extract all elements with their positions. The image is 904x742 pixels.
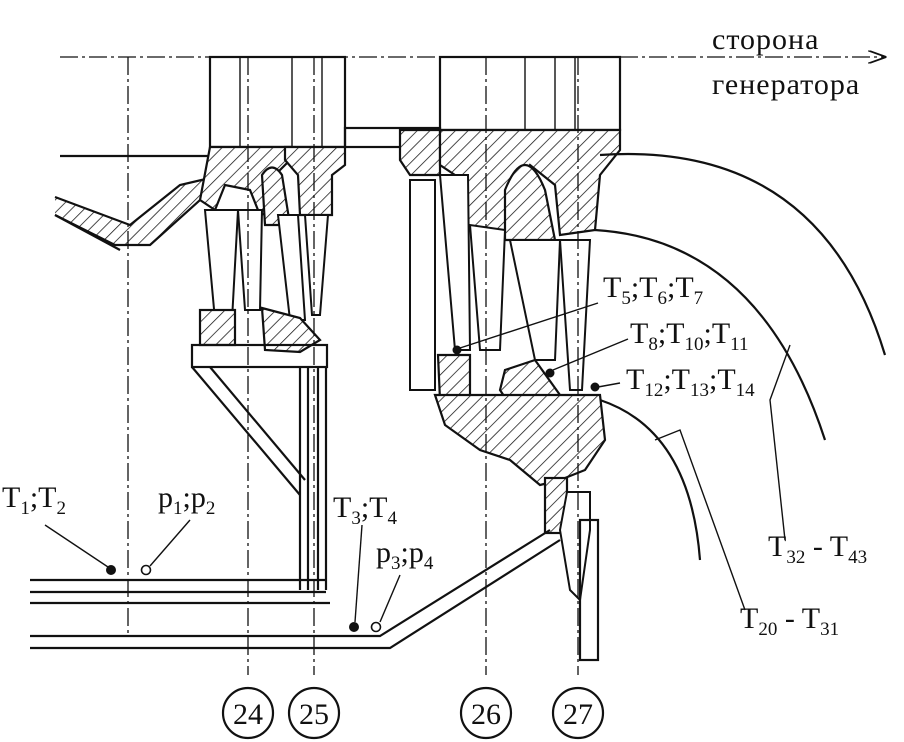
label-t5-t7: T5;T6;T7 — [603, 271, 703, 309]
station-label-25: 25 — [299, 698, 329, 731]
label-t1-t2: T1;T2 — [2, 481, 66, 519]
station-circle-26 — [459, 686, 513, 740]
label-t20-t31: T20 - T31 — [740, 602, 839, 640]
label-t32-t43: T32 - T43 — [768, 530, 867, 568]
station-label-24: 24 — [233, 698, 263, 731]
sensor-p3-p4-point — [370, 621, 382, 633]
stage-24-25 — [190, 145, 347, 590]
station-label-26: 26 — [471, 698, 501, 731]
sensor-t5-t7-point — [452, 345, 462, 355]
sensor-t8-t11-point — [545, 368, 555, 378]
station-markers: 24 25 26 27 — [221, 686, 605, 740]
station-label-27: 27 — [563, 698, 593, 731]
stage-26-27 — [398, 128, 622, 662]
label-t3-t4: T3;T4 — [333, 491, 398, 529]
label-t12-t14: T12;T13;T14 — [626, 363, 755, 401]
caption-line2: генератора — [712, 68, 860, 101]
leader-lines — [44, 302, 791, 623]
sensor-t3-t4-point — [349, 622, 359, 632]
caption-line1: сторона — [712, 23, 819, 56]
label-t8-t11: T8;T10;T11 — [630, 317, 748, 355]
sensor-p1-p2-point — [140, 564, 152, 576]
bottom-pipes — [30, 529, 561, 650]
inlet-duct — [54, 176, 224, 251]
station-circle-27 — [551, 686, 605, 740]
sensor-t1-t2-point — [106, 565, 116, 575]
station-circle-25 — [287, 686, 341, 740]
sensor-t12-t14-point — [590, 382, 600, 392]
station-circle-24 — [221, 686, 275, 740]
label-p3-p4: p3;p4 — [376, 536, 434, 574]
label-p1-p2: p1;p2 — [158, 481, 215, 519]
exhaust-casing — [594, 152, 887, 561]
centre-lines — [127, 57, 579, 675]
